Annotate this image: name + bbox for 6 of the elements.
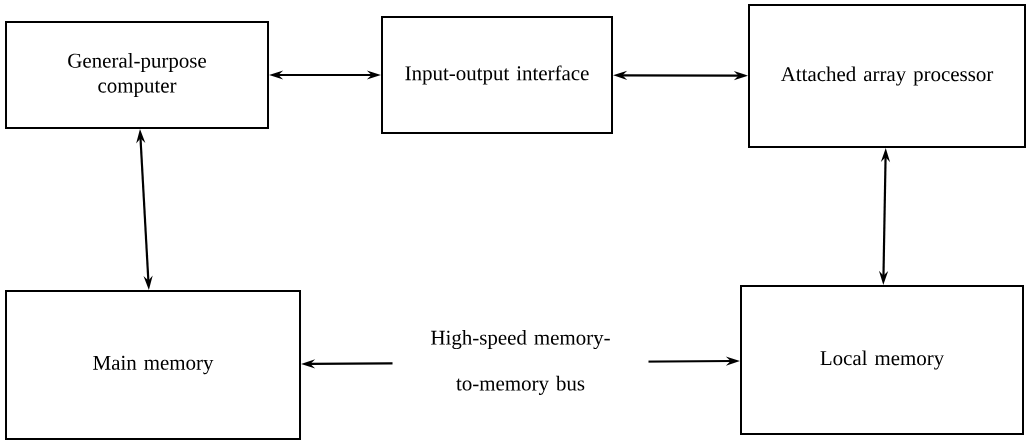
edge-label: High-speed memory-to-memory bus (392, 327, 649, 398)
process-box: Input-output interface (381, 16, 613, 134)
process-box: Attached array processor (748, 4, 1026, 148)
process-box: Local memory (740, 285, 1024, 435)
process-box: Main memory (5, 290, 301, 440)
process-box: General-purpose computer (5, 21, 269, 129)
